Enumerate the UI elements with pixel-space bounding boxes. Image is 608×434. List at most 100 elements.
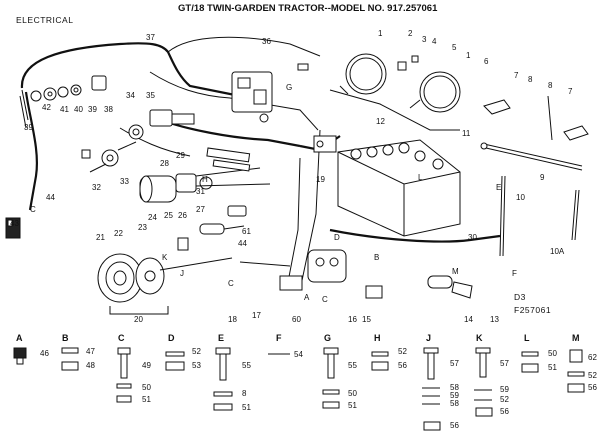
hardware-row (0, 323, 608, 431)
callout-c34: 34 (126, 91, 135, 100)
hw-part-e-2: 51 (242, 403, 251, 412)
callout-c29: 29 (176, 151, 185, 160)
callout-c8b: 8 (548, 81, 553, 90)
callout-cL: L (418, 173, 423, 182)
callout-c40: 40 (74, 105, 83, 114)
callout-cF: F (512, 269, 517, 278)
callout-cE: E (496, 183, 501, 192)
diagram-code: D3 (514, 292, 526, 302)
hw-letter-c: C (118, 333, 125, 343)
hw-h (371, 351, 389, 371)
hw-letter-j: J (426, 333, 431, 343)
hw-part-m-0: 62 (588, 353, 597, 362)
hw-part-g-0: 55 (348, 361, 357, 370)
hw-letter-g: G (324, 333, 331, 343)
hw-k (474, 347, 493, 417)
hw-part-f-0: 54 (294, 350, 303, 359)
callout-c30: 30 (468, 233, 477, 242)
hw-j (422, 347, 441, 431)
hw-letter-l: L (524, 333, 530, 343)
callout-c8: 8 (528, 75, 533, 84)
callout-c22: 22 (114, 229, 123, 238)
callout-c6: 6 (484, 57, 489, 66)
callout-c35: 35 (146, 91, 155, 100)
starter-motor (139, 147, 271, 203)
callout-c1: 1 (378, 29, 383, 38)
hw-part-b-1: 48 (86, 361, 95, 370)
bracket-18 (313, 135, 337, 153)
callout-c4: 4 (432, 37, 437, 46)
callout-c33: 33 (120, 177, 129, 186)
callout-c16: 16 (348, 315, 357, 324)
hw-part-c-0: 49 (142, 361, 151, 370)
hw-part-g-1: 50 (348, 389, 357, 398)
callout-c19: 19 (316, 175, 325, 184)
hw-m (567, 349, 585, 393)
callout-c1b: 1 (466, 51, 471, 60)
hw-letter-a: A (16, 333, 23, 343)
callout-c10: 10 (516, 193, 525, 202)
callout-c7b: 7 (568, 87, 573, 96)
callout-c13: 13 (490, 315, 499, 324)
tail-light-left (483, 99, 511, 115)
callout-c61: 61 (242, 227, 251, 236)
callout-c43: 43 (10, 219, 19, 228)
callout-c39b: 39 (24, 123, 33, 132)
callout-c37: 37 (146, 33, 155, 42)
callout-c23: 23 (138, 223, 147, 232)
hw-l (521, 351, 539, 373)
callout-c36: 36 (262, 37, 271, 46)
rod-assembly (480, 95, 583, 257)
hw-part-e-1: 8 (242, 389, 247, 398)
hw-letter-e: E (218, 333, 224, 343)
callout-c11: 11 (462, 129, 471, 138)
battery (337, 139, 461, 237)
callout-c10a: 10A (550, 247, 565, 256)
hardware-labels: A46B4748C495051D5253E55851F54G555051H525… (16, 333, 597, 430)
callout-c9: 9 (540, 173, 545, 182)
callout-c15: 15 (362, 315, 371, 324)
section-label: ELECTRICAL (16, 15, 73, 25)
diagram-number: F257061 (514, 305, 551, 315)
callout-c21: 21 (96, 233, 105, 242)
hw-part-d-0: 52 (192, 347, 201, 356)
callout-cB: B (374, 253, 379, 262)
hw-letter-d: D (168, 333, 175, 343)
fuse-holder (177, 205, 247, 251)
hw-letter-h: H (374, 333, 381, 343)
hw-c (116, 347, 132, 403)
callout-c12: 12 (376, 117, 385, 126)
tail-light-right (563, 125, 589, 141)
hw-part-k-3: 56 (500, 407, 509, 416)
hw-part-j-3: 58 (450, 399, 459, 408)
hw-part-k-1: 59 (500, 385, 509, 394)
callout-cH: H (202, 175, 208, 184)
callout-c32: 32 (92, 183, 101, 192)
hw-part-d-1: 53 (192, 361, 201, 370)
callout-cC1: C (30, 205, 36, 214)
hw-part-c-1: 50 (142, 383, 151, 392)
hw-part-b-0: 47 (86, 347, 95, 356)
hw-letter-k: K (476, 333, 483, 343)
hw-part-k-0: 57 (500, 359, 509, 368)
hw-letter-f: F (276, 333, 282, 343)
connector-43 (5, 217, 21, 239)
indicator-light (128, 109, 195, 140)
switch-assembly (19, 75, 107, 129)
hw-part-m-1: 52 (588, 371, 597, 380)
callout-c2: 2 (408, 29, 413, 38)
callout-c39: 39 (88, 105, 97, 114)
hw-part-j-4: 56 (450, 421, 459, 430)
hw-d (165, 351, 185, 371)
callout-c42: 42 (42, 103, 51, 112)
callout-cA: A (304, 293, 310, 302)
callout-cJ: J (180, 269, 184, 278)
hw-a (13, 347, 27, 365)
hw-e (213, 347, 233, 411)
callout-c31: 31 (196, 187, 205, 196)
callout-c44: 44 (46, 193, 55, 202)
diagram-title: GT/18 TWIN-GARDEN TRACTOR--MODEL NO. 917… (178, 3, 438, 14)
callout-c5: 5 (452, 43, 457, 52)
callout-c24: 24 (148, 213, 157, 222)
hw-part-j-2: 59 (450, 391, 459, 400)
